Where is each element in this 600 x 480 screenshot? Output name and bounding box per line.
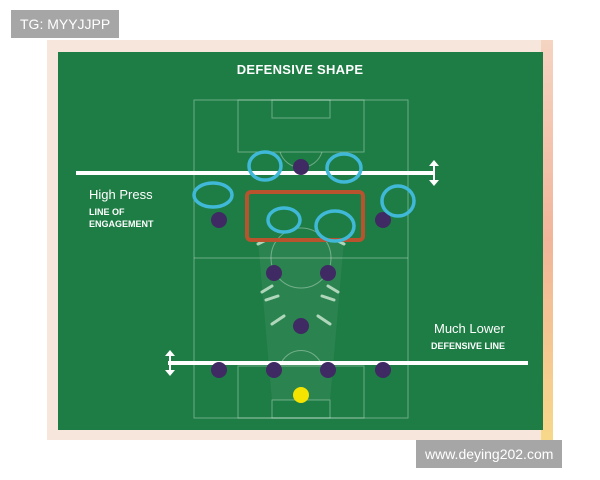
high-press-label: High Press	[89, 187, 153, 202]
chevron-mark	[260, 284, 274, 294]
arrow-up-icon	[165, 350, 175, 356]
chevron-mark	[264, 294, 280, 302]
pressing-ring	[247, 150, 283, 182]
player-left-back	[211, 362, 227, 378]
pressing-ring	[192, 181, 234, 209]
defensive-line	[165, 350, 528, 376]
pressing-ring	[314, 209, 356, 243]
pressing-ring	[325, 152, 363, 184]
arrow-down-icon	[165, 370, 175, 376]
player-right-back	[375, 362, 391, 378]
bottom-penalty-box	[237, 365, 365, 419]
high-press-line	[76, 160, 439, 186]
top-goal-box	[271, 99, 331, 119]
player-left-mid	[266, 265, 282, 281]
chevron-mark	[326, 284, 340, 294]
much-lower-label: Much Lower	[434, 321, 505, 336]
top-penalty-box	[237, 99, 365, 153]
line-of-engagement-label: LINE OF ENGAGEMENT	[89, 206, 154, 230]
telegram-watermark: TG: MYYJJPP	[11, 10, 120, 38]
diagram-title: DEFENSIVE SHAPE	[236, 62, 364, 77]
chevron-mark	[270, 314, 286, 326]
arrow-down-icon	[429, 180, 439, 186]
pressing-ring	[266, 206, 302, 234]
pressing-ring	[380, 184, 416, 218]
defensive-line-label: DEFENSIVE LINE	[431, 341, 506, 351]
arrow-up-icon	[429, 160, 439, 166]
chevron-mark	[320, 294, 336, 302]
player-right-centre-back	[320, 362, 336, 378]
pitch-outline	[193, 99, 409, 419]
player-left-centre-back	[266, 362, 282, 378]
pressing-rings	[192, 150, 416, 243]
player-right-mid	[320, 265, 336, 281]
player-left-wide	[211, 212, 227, 228]
line-of-engagement-line2: ENGAGEMENT	[89, 219, 154, 229]
bottom-penalty-arc	[279, 350, 323, 367]
midfield-highlight-box	[245, 190, 365, 242]
players	[211, 159, 391, 378]
line-of-engagement-line1: LINE OF	[89, 207, 125, 217]
player-right-wide	[375, 212, 391, 228]
site-watermark: www.deying202.com	[416, 440, 563, 468]
center-circle	[270, 227, 332, 289]
player-goalkeeper	[293, 387, 309, 403]
chevron-mark	[316, 314, 332, 326]
player-holding-mid	[293, 318, 309, 334]
player-striker	[293, 159, 309, 175]
